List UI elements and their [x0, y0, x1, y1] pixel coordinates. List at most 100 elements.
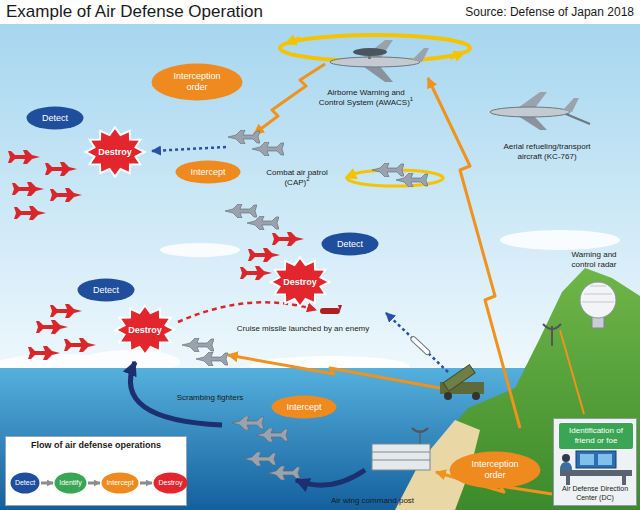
- command-post: [372, 460, 430, 461]
- engagement-paths: [178, 302, 316, 322]
- enemy-aircraft: [12, 182, 44, 196]
- star-shape: [271, 258, 330, 307]
- background: [0, 0, 640, 24]
- ellipse-shape: [152, 64, 243, 101]
- caption-text: Scrambing fighters: [177, 393, 244, 402]
- awacs-rotation: [290, 38, 300, 42]
- dc-console: [580, 454, 594, 465]
- cloud: [160, 243, 240, 257]
- enemy-aircraft: [272, 232, 304, 246]
- awacs-aircraft: [412, 48, 429, 62]
- dc-console: [566, 476, 570, 485]
- node-text: Air Defense Direction Center (DC): [556, 485, 634, 502]
- flow-arrow: [88, 482, 100, 485]
- enemy-aircraft: [240, 266, 272, 280]
- panel-fill: [5, 418, 637, 506]
- diagram-title: Example of Air Defense Operation: [6, 2, 263, 22]
- node-text: Intercept: [106, 479, 133, 487]
- step-ellipse: Detect: [77, 278, 135, 302]
- caption-text: Source: Defense of Japan 2018: [420, 5, 634, 19]
- node-text: Intercept: [190, 167, 225, 178]
- cloud: [0, 230, 620, 382]
- command-post: [372, 444, 430, 470]
- background: [0, 24, 640, 369]
- ellipse-shape: [154, 473, 188, 494]
- enemy-aircraft: [45, 162, 77, 176]
- ellipse-shape: [78, 279, 135, 302]
- enemy-aircraft: [14, 206, 46, 220]
- star-shape: [86, 128, 145, 177]
- enemy-aircraft: [248, 248, 280, 262]
- patriot-launcher: [472, 392, 480, 400]
- cap-rotation: [350, 173, 357, 176]
- ellipse-shape: [450, 452, 541, 489]
- ellipse-shape: [322, 233, 379, 256]
- friendly-fighters: [256, 428, 288, 442]
- node-text: Destroy: [283, 277, 317, 288]
- tanker-aircraft: [566, 114, 590, 124]
- friendly-fighters: [182, 338, 214, 352]
- cruise-missile: [320, 305, 342, 314]
- cap-rotation: [347, 170, 443, 186]
- caption-text: Aerial refueling/transport aircraft (KC-…: [492, 142, 602, 161]
- friendly-fighters: [244, 452, 276, 466]
- caption-text: Source: Defense of Japan 2018: [465, 5, 634, 19]
- cruise-missile: [320, 308, 340, 314]
- node-text: Flow of air defense operations: [31, 440, 161, 451]
- node-text: Detect: [93, 285, 119, 296]
- enemy-aircraft: [50, 188, 82, 202]
- friendly-fighters: [228, 130, 260, 144]
- ellipse-shape: [27, 107, 84, 130]
- node-text: Intercept: [286, 402, 321, 413]
- node-text: Detect: [42, 113, 68, 124]
- panel-fill: [5, 436, 187, 506]
- destroy-burst: Destroy: [84, 126, 146, 178]
- node-text: Destroy: [98, 147, 132, 158]
- ellipse-shape: [55, 473, 87, 494]
- dc-console: [622, 476, 626, 485]
- order-signal: [254, 64, 325, 134]
- step-ellipse: Detect: [10, 472, 40, 494]
- tanker-aircraft: [490, 92, 590, 130]
- friendly-fighters: [247, 216, 279, 230]
- flow-arrow: [41, 482, 53, 485]
- dc-console: [560, 451, 632, 485]
- caption-text: Combat air patrol (CAP)2: [258, 168, 336, 187]
- engagement-paths: [296, 470, 365, 485]
- awacs-rotation: [450, 54, 460, 58]
- node-text: Identify: [59, 479, 82, 487]
- interceptor-missile: [410, 336, 431, 356]
- process-box: Identification of friend or foe: [558, 422, 634, 450]
- step-ellipse: Detect: [321, 232, 379, 256]
- awacs-aircraft: [330, 40, 429, 82]
- ellipse-shape: [176, 161, 241, 184]
- destroy-burst: Destroy: [114, 304, 176, 356]
- awacs-aircraft: [330, 57, 420, 67]
- tanker-aircraft: [490, 107, 570, 117]
- cloud: [500, 230, 620, 250]
- warning-radar: [543, 324, 561, 329]
- step-ellipse: Destroy: [153, 472, 188, 494]
- caption-text: Scrambing fighters: [160, 393, 260, 403]
- step-ellipse: Interception order: [449, 451, 541, 489]
- tanker-aircraft: [563, 98, 579, 112]
- order-signal: [228, 64, 584, 494]
- command-post: [412, 428, 428, 432]
- panel-fill: [553, 418, 637, 506]
- warning-radar: [582, 286, 614, 302]
- dc-console: [562, 454, 570, 462]
- panel-box: Flow of air defense operationsDetect Iden…: [5, 436, 187, 506]
- ellipse-shape: [272, 396, 337, 419]
- ellipse-shape: [102, 473, 139, 494]
- caption-text: Warning and control radar: [562, 250, 626, 269]
- caption-text: Cruise missile launched by an enemy: [228, 324, 378, 334]
- step-ellipse: Detect: [26, 106, 84, 130]
- enemy-aircraft: [8, 150, 40, 164]
- dc-console: [576, 451, 616, 468]
- step-ellipse: Intercept: [101, 472, 139, 494]
- node-text: Interception order: [464, 459, 526, 481]
- caption-text: Aerial refueling/transport aircraft (KC-…: [503, 142, 590, 161]
